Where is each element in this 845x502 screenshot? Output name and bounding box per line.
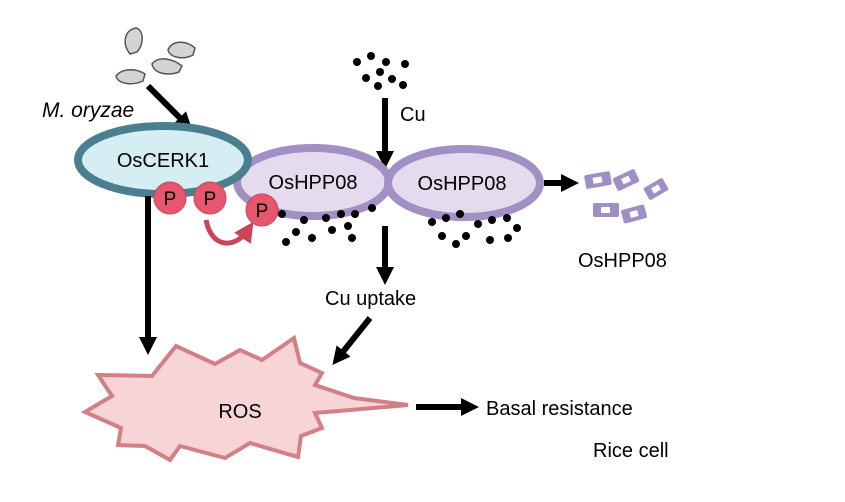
transporter-2-ellipse xyxy=(384,145,544,221)
copper-ion-dot xyxy=(474,220,482,228)
copper-ion-dot xyxy=(362,74,370,82)
protein-fragment-icon xyxy=(612,169,640,191)
copper-ion-dot xyxy=(308,234,316,242)
copper-ion-dot xyxy=(442,214,450,222)
phospho-group-2: P xyxy=(193,181,227,215)
copper-ion-dot xyxy=(300,216,308,224)
protein-fragment-icon xyxy=(643,178,669,200)
copper-ion-dot xyxy=(374,82,382,90)
cell-label: Rice cell xyxy=(593,440,669,462)
fungal-spore-icon xyxy=(167,41,196,59)
fungal-spore-icon xyxy=(115,69,146,85)
copper-ion-dot xyxy=(337,210,345,218)
outcome-label: Basal resistance xyxy=(486,398,633,420)
phospho-label-3: P xyxy=(256,201,269,222)
copper-ions-transporter-2 xyxy=(428,210,521,248)
copper-ion-dot xyxy=(462,232,470,240)
copper-ion-dot xyxy=(282,238,290,246)
phospho-circle-2 xyxy=(193,181,227,215)
copper-ion-dot xyxy=(388,75,396,83)
copper-ion-dot xyxy=(513,224,521,232)
fungal-spore-icon xyxy=(151,58,183,75)
copper-ion-dot xyxy=(278,210,286,218)
transporter-1-label: OsHPP08 xyxy=(269,172,358,194)
copper-ion-dot xyxy=(368,204,376,212)
copper-ion-dot xyxy=(488,216,496,224)
copper-ion-dot xyxy=(376,68,384,76)
copper-ion-dot xyxy=(452,240,460,248)
copper-ion-dot xyxy=(382,58,390,66)
pathogen-label: M. oryzae xyxy=(42,99,134,122)
copper-ion-dot xyxy=(428,218,436,226)
released-label: OsHPP08 xyxy=(578,250,667,272)
protein-fragment-icon xyxy=(593,203,619,217)
arrow-uptake-to-ros xyxy=(332,316,373,366)
protein-fragment-icon xyxy=(584,171,612,189)
released-fragments-icon xyxy=(584,169,669,224)
fungal-spore-icon xyxy=(124,27,143,55)
copper-ion-dot xyxy=(348,234,356,242)
transporter-2-label: OsHPP08 xyxy=(418,173,507,195)
copper-ion-dot xyxy=(456,210,464,218)
copper-ion-dot xyxy=(401,60,409,68)
phospho-transfer-arrow xyxy=(203,219,254,246)
receptor-label: OsCERK1 xyxy=(117,150,209,172)
fungal-spores-icon xyxy=(115,27,196,85)
copper-ion-dot xyxy=(351,210,359,218)
copper-ions-transporter-1 xyxy=(278,204,376,246)
protein-fragment-icon xyxy=(621,204,647,224)
copper-ion-dot xyxy=(504,234,512,242)
phospho-circle-1 xyxy=(153,181,187,215)
copper-ion-dot xyxy=(503,214,511,222)
copper-ion-dot xyxy=(486,236,494,244)
copper-label: Cu xyxy=(400,104,426,126)
copper-ion-dot xyxy=(322,214,330,222)
ros-label: ROS xyxy=(218,401,261,423)
copper-ion-dot xyxy=(328,226,336,234)
arrow-pathogen-to-receptor xyxy=(145,83,193,131)
copper-ion-dot xyxy=(344,222,352,230)
phospho-group-1: P xyxy=(153,181,187,215)
copper-ions-top xyxy=(353,52,409,90)
copper-ion-dot xyxy=(438,232,446,240)
copper-ion-dot xyxy=(367,52,375,60)
ros-starburst xyxy=(80,334,409,463)
uptake-label: Cu uptake xyxy=(325,288,416,310)
copper-ion-dot xyxy=(292,228,300,236)
phospho-circle-3 xyxy=(245,193,279,227)
phospho-label-2: P xyxy=(204,189,217,210)
copper-ion-dot xyxy=(399,81,407,89)
phospho-label-1: P xyxy=(164,189,177,210)
copper-ion-dot xyxy=(353,58,361,66)
phospho-group-3: P xyxy=(245,193,279,227)
